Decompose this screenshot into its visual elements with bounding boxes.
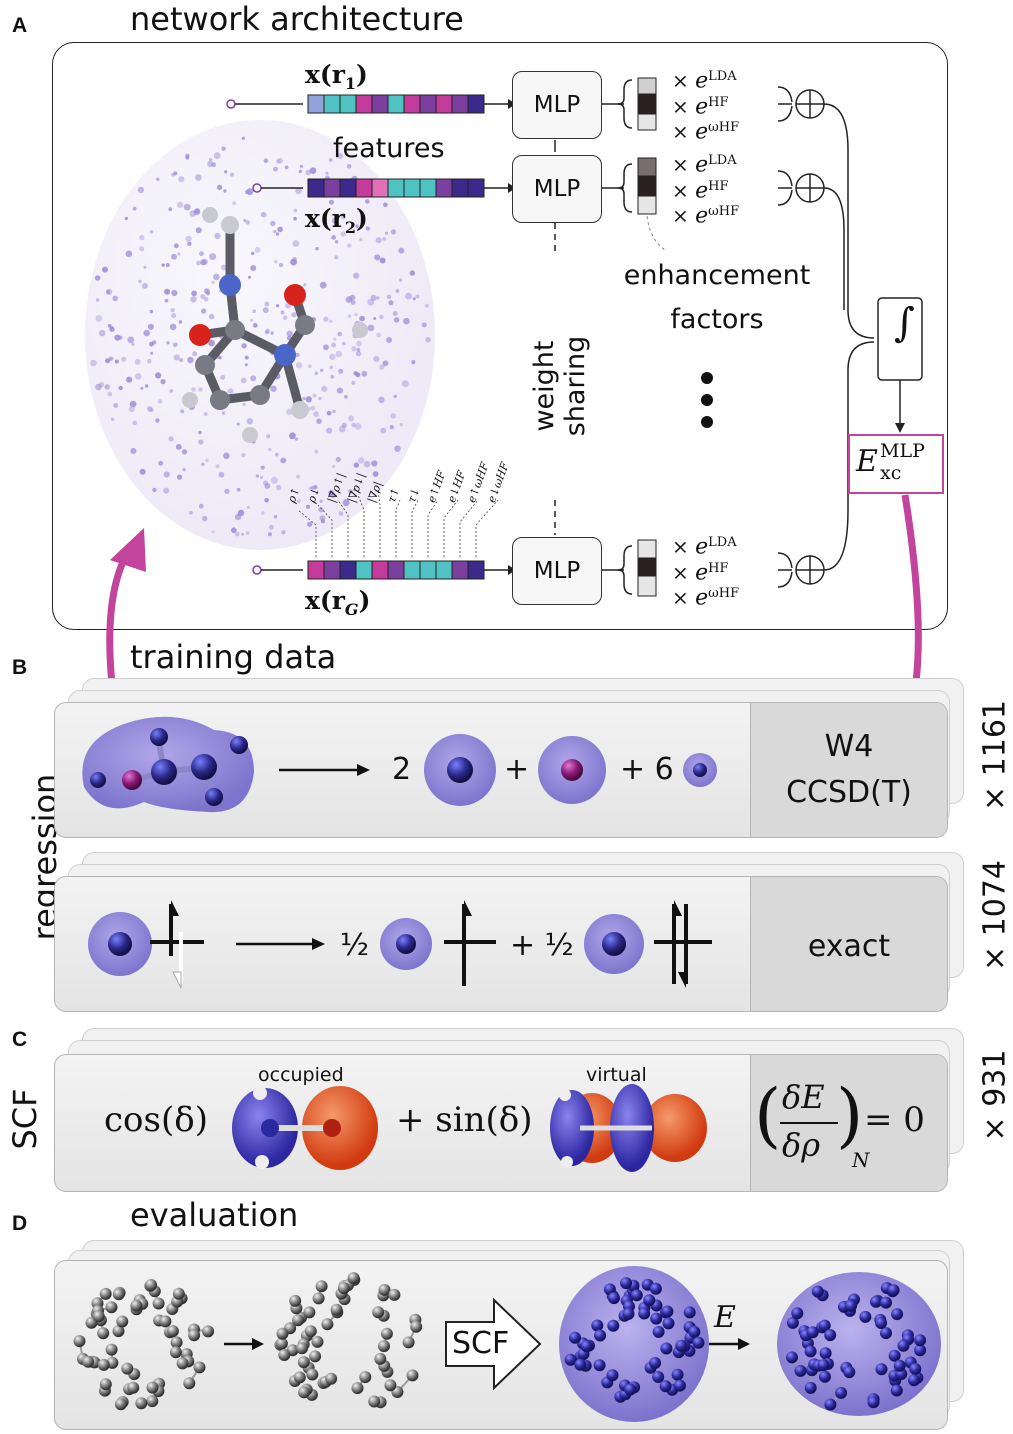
energy-term: × eLDA [672,534,737,560]
enhancement-bar-2 [617,157,657,215]
exc-mlp-box: E MLP xc [848,434,944,494]
panel-c-letter: C [12,1028,28,1051]
energy-term: × eHF [672,560,729,586]
ccsdt-label: CCSD(T) [786,775,912,810]
panel-b-letter: B [12,656,28,679]
energy-term: × eLDA [672,152,737,178]
x-r1-label: x(r1) [305,60,368,93]
fullerene-3 [564,1277,705,1403]
enhancement-bar-1 [617,77,657,131]
fullerene-2 [274,1272,423,1409]
evaluation-art [73,1266,941,1422]
energy-terms-2: × eLDA× eHF× eωHF [672,150,739,227]
count-1074: × 1074 [977,859,1013,972]
orbital-art [232,1084,707,1172]
panel-d-letter: D [12,1212,28,1235]
features-label: features [333,133,445,164]
reference-method-panel: W4 CCSD(T) [750,703,947,837]
enhancement-factors-label: enhancement factors [623,260,811,335]
energy-terms-1: × eLDA× eHF× eωHF [672,66,739,143]
sin-delta: + sin(δ) [396,1100,533,1140]
integral-symbol: ∫ [894,300,915,346]
energy-terms-g: × eLDA× eHF× eωHF [672,532,739,609]
panel-a-letter: A [12,14,28,37]
mlp-box-2: MLP [512,155,602,223]
exc-sup: MLP [880,440,925,462]
feature-vector-2 [307,178,485,198]
x-rg-label: x(rG) [305,586,371,619]
fullerene-4 [786,1282,927,1411]
count-1161: × 1161 [977,699,1013,812]
energy-term: × eLDA [672,68,737,94]
energy-term: × eHF [672,94,729,120]
energy-term: × eωHF [672,203,740,229]
ellipsis-dot [701,372,713,384]
plus-1: + [504,752,530,787]
energy-arrow-label: E [714,1300,736,1335]
w4-label: W4 [824,729,874,764]
cos-delta: cos(δ) [104,1100,208,1140]
molecule-atoms [182,207,368,443]
feature-vector-1 [307,94,485,114]
regression-row-1-art [82,716,717,813]
scf-arrow-label: SCF [452,1326,510,1361]
stationarity-equation: ( δE δρ ) N = 0 [754,1074,925,1172]
feature-rows [226,77,923,597]
energy-term: × eHF [672,178,729,204]
virtual-label: virtual [586,1064,647,1086]
energy-term: × eωHF [672,119,740,145]
enhancement-bar-g [617,539,657,597]
panel-a-title: network architecture [130,0,464,38]
scf-side-label: SCF [6,1088,44,1150]
panel-a-frame [52,42,948,630]
occupied-label: occupied [258,1064,344,1086]
half-1: ½ [340,928,370,963]
energy-term: × eωHF [672,585,740,611]
panel-d-title: evaluation [130,1196,299,1234]
ellipsis-dot [701,394,713,406]
mlp-box-g: MLP [512,537,602,605]
plus-half: + ½ [510,928,574,963]
coef-2: 2 [392,752,412,787]
exc-main: E [856,444,878,479]
molecule-grid-illustration [85,120,435,550]
sum-connectors [777,86,923,588]
exact-panel: exact [750,877,947,1011]
scf-arrow [445,1297,542,1391]
x-r2-label: x(r2) [305,204,368,237]
exc-sub: xc [880,462,902,484]
feature-label-leaders [297,489,499,557]
exact-label: exact [807,929,891,964]
regression-row-2-art [88,900,712,989]
fullerene-1 [73,1279,215,1411]
feature-vector-g [307,560,485,580]
plus-6: + 6 [620,752,674,787]
panel-b-title: training data [130,638,337,676]
mlp-box-1: MLP [512,71,602,139]
ellipsis-dot [701,416,713,428]
count-931: × 931 [977,1049,1013,1142]
